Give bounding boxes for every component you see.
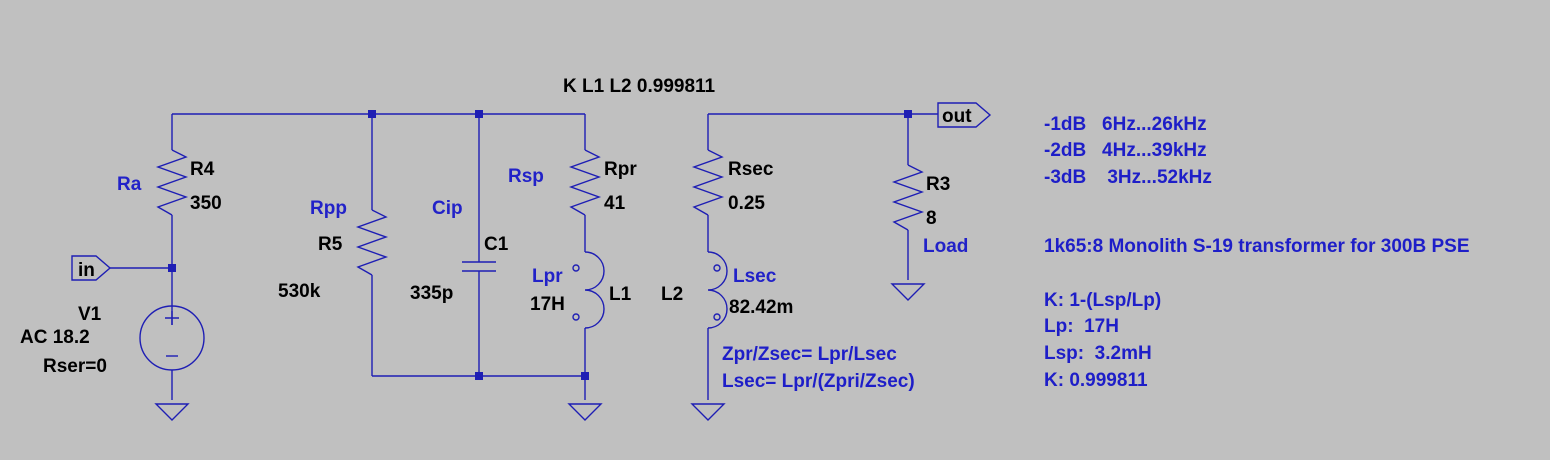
coupling-directive[interactable]: K L1 L2 0.999811 bbox=[563, 76, 716, 97]
r3-name: R3 bbox=[926, 174, 950, 195]
ground-icon bbox=[567, 403, 603, 421]
junction-dot bbox=[475, 110, 483, 118]
port-out-label: out bbox=[942, 106, 972, 127]
note-line[interactable]: K: 0.999811 bbox=[1044, 370, 1148, 391]
port-in[interactable]: in bbox=[71, 255, 112, 281]
junction-dot bbox=[168, 264, 176, 272]
l1-name: L1 bbox=[609, 284, 632, 305]
resistor-rpr-symbol[interactable] bbox=[568, 149, 602, 216]
formula-line[interactable]: Zpr/Zsec= Lpr/Lsec bbox=[722, 344, 897, 365]
v1-value[interactable]: AC 18.2 bbox=[20, 327, 90, 348]
note-line[interactable]: K: 1-(Lsp/Lp) bbox=[1044, 290, 1161, 311]
resistor-r5-symbol[interactable] bbox=[355, 209, 389, 276]
r5-value[interactable]: 530k bbox=[278, 281, 321, 302]
rpr-value[interactable]: 41 bbox=[604, 193, 626, 214]
inductor-l1-symbol[interactable] bbox=[572, 251, 605, 329]
ground-icon bbox=[154, 403, 190, 421]
rsec-value[interactable]: 0.25 bbox=[728, 193, 765, 214]
c1-value[interactable]: 335p bbox=[410, 283, 453, 304]
inductor-l2-symbol[interactable] bbox=[707, 251, 728, 329]
resistor-r4-symbol[interactable] bbox=[155, 149, 189, 216]
l1-alias: Lpr bbox=[532, 266, 563, 287]
r4-alias: Ra bbox=[117, 174, 142, 195]
v1-name: V1 bbox=[78, 304, 102, 325]
ground-icon bbox=[890, 283, 926, 301]
rsec-name: Rsec bbox=[728, 159, 774, 180]
l2-alias: Lsec bbox=[733, 266, 777, 287]
junctions bbox=[168, 110, 912, 380]
ground-icon bbox=[690, 403, 726, 421]
transformer-title[interactable]: 1k65:8 Monolith S-19 transformer for 300… bbox=[1044, 236, 1470, 257]
l2-value[interactable]: 82.42m bbox=[729, 297, 793, 318]
formula-line[interactable]: Lsec= Lpr/(Zpri/Zsec) bbox=[722, 371, 915, 392]
note-line[interactable]: Lsp: 3.2mH bbox=[1044, 343, 1152, 364]
junction-dot bbox=[368, 110, 376, 118]
l1-value[interactable]: 17H bbox=[530, 294, 565, 315]
junction-dot bbox=[904, 110, 912, 118]
resistor-rsec-symbol[interactable] bbox=[691, 149, 725, 216]
r5-name: R5 bbox=[318, 234, 343, 255]
v1-rser[interactable]: Rser=0 bbox=[43, 356, 107, 377]
junction-dot bbox=[475, 372, 483, 380]
rpr-name: Rpr bbox=[604, 159, 637, 180]
r4-name: R4 bbox=[190, 159, 215, 180]
response-line[interactable]: -3dB 3Hz...52kHz bbox=[1044, 167, 1212, 188]
r3-alias: Load bbox=[923, 236, 968, 257]
capacitor-c1-symbol[interactable] bbox=[462, 261, 496, 272]
port-in-label: in bbox=[78, 260, 95, 281]
r4-value[interactable]: 350 bbox=[190, 193, 222, 214]
r5-alias: Rpp bbox=[310, 198, 347, 219]
c1-name: C1 bbox=[484, 234, 509, 255]
voltage-source-v1-symbol[interactable] bbox=[139, 305, 205, 371]
note-line[interactable]: Lp: 17H bbox=[1044, 316, 1119, 337]
response-line[interactable]: -1dB 6Hz...26kHz bbox=[1044, 114, 1207, 135]
port-out[interactable]: out bbox=[937, 102, 992, 128]
r3-value[interactable]: 8 bbox=[926, 208, 937, 229]
junction-dot bbox=[581, 372, 589, 380]
c1-alias: Cip bbox=[432, 198, 463, 219]
rpr-alias: Rsp bbox=[508, 166, 544, 187]
resistor-r3-symbol[interactable] bbox=[891, 164, 925, 231]
l2-name: L2 bbox=[661, 284, 683, 305]
response-line[interactable]: -2dB 4Hz...39kHz bbox=[1044, 140, 1207, 161]
